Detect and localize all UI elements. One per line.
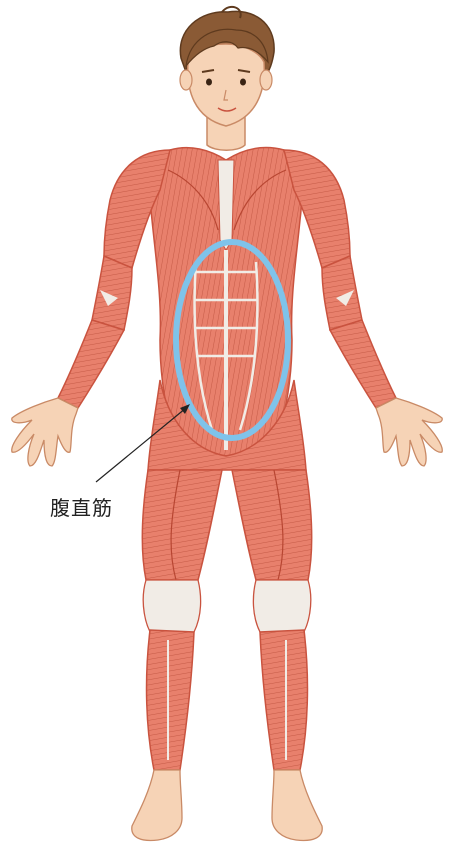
right-foot <box>272 770 322 840</box>
face <box>188 44 265 126</box>
left-shin <box>147 630 194 770</box>
right-upper-arm <box>322 256 362 330</box>
muscle-label: 腹直筋 <box>50 492 113 521</box>
left-hand <box>12 398 78 466</box>
left-thigh <box>142 470 222 580</box>
left-upper-arm <box>92 256 132 330</box>
right-forearm <box>330 320 396 408</box>
sternum <box>218 160 234 250</box>
left-forearm <box>58 320 124 408</box>
right-shin <box>260 630 307 770</box>
left-foot <box>132 770 182 840</box>
right-hand <box>376 398 442 466</box>
right-thigh <box>232 470 312 580</box>
